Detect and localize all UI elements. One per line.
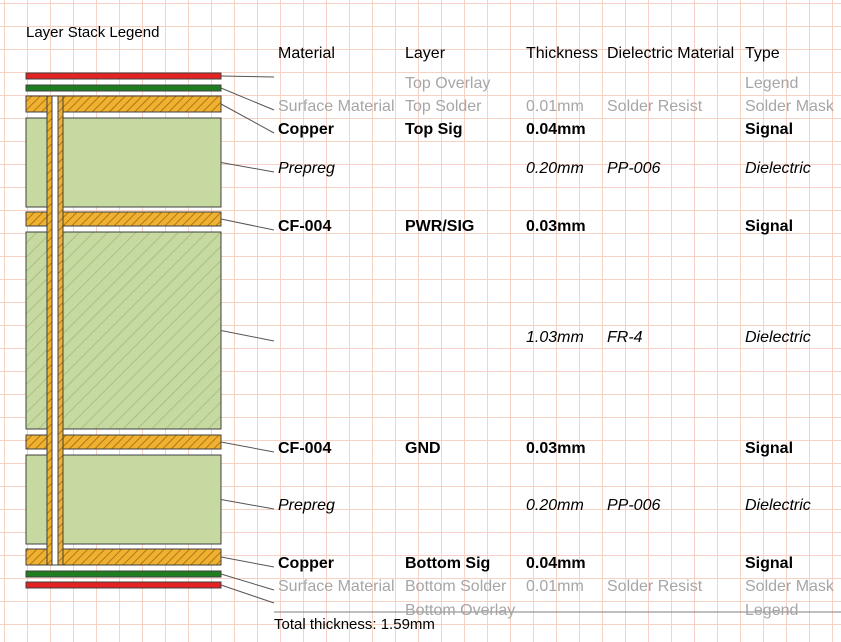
cell-layer: Bottom Sig <box>405 555 491 572</box>
cell-layer: Top Solder <box>405 98 482 115</box>
cell-layer: Top Overlay <box>405 75 491 92</box>
leader-line <box>220 330 275 342</box>
layer-rect-overlay <box>25 581 222 589</box>
cell-thickness: 0.04mm <box>526 121 586 138</box>
cell-layer: Bottom Solder <box>405 578 507 595</box>
cell-material: Surface Material <box>278 98 395 115</box>
cell-thickness: 0.01mm <box>526 98 584 115</box>
leader-line <box>220 103 275 134</box>
cell-dielectric: Solder Resist <box>607 578 703 595</box>
cell-thickness: 0.03mm <box>526 218 586 235</box>
cell-type: Solder Mask <box>745 98 834 115</box>
cell-type: Dielectric <box>745 329 811 346</box>
layer-rect-overlay <box>25 72 222 80</box>
cell-layer: Top Sig <box>405 121 463 138</box>
cell-material: Copper <box>278 555 334 572</box>
cell-type: Legend <box>745 75 799 92</box>
leader-line <box>220 218 275 231</box>
cell-dielectric: Solder Resist <box>607 98 703 115</box>
cell-type: Signal <box>745 555 794 572</box>
cell-thickness: 0.01mm <box>526 578 584 595</box>
leader-line <box>220 573 275 591</box>
cell-layer: PWR/SIG <box>405 218 475 235</box>
cell-dielectric: FR-4 <box>607 329 643 346</box>
cell-thickness: 0.20mm <box>526 160 584 177</box>
cell-thickness: 0.20mm <box>526 497 584 514</box>
cell-type: Signal <box>745 218 794 235</box>
cell-layer: GND <box>405 440 441 457</box>
cell-material: Copper <box>278 121 334 138</box>
via-barrel <box>46 95 64 566</box>
cell-material: Surface Material <box>278 578 395 595</box>
header-type: Type <box>745 45 780 62</box>
cell-type: Solder Mask <box>745 578 834 595</box>
header-thickness: Thickness <box>526 45 599 62</box>
header-layer: Layer <box>405 45 446 62</box>
cell-type: Legend <box>745 602 799 619</box>
header-material: Material <box>278 45 335 62</box>
cell-material: CF-004 <box>278 218 332 235</box>
cell-type: Dielectric <box>745 160 811 177</box>
cell-thickness: 1.03mm <box>526 329 584 346</box>
cell-material: Prepreg <box>278 497 335 514</box>
cell-material: CF-004 <box>278 440 332 457</box>
cell-thickness: 0.03mm <box>526 440 586 457</box>
cell-thickness: 0.04mm <box>526 555 586 572</box>
leader-line <box>220 87 275 111</box>
cell-layer: Bottom Overlay <box>405 602 516 619</box>
via-hole <box>51 95 59 566</box>
layer-rect-solder <box>25 570 222 578</box>
leader-line <box>220 75 275 78</box>
cell-type: Signal <box>745 121 794 138</box>
legend-title: Layer Stack Legend <box>26 24 160 41</box>
header-dielectric-material: Dielectric Material <box>607 45 735 62</box>
leader-line <box>220 441 275 453</box>
leader-lines <box>220 75 275 604</box>
leader-line <box>220 556 275 568</box>
cell-dielectric: PP-006 <box>607 160 661 177</box>
total-thickness: Total thickness: 1.59mm <box>274 616 435 633</box>
leader-line <box>220 162 275 173</box>
cell-type: Signal <box>745 440 794 457</box>
layer-rect-solder <box>25 84 222 92</box>
leader-line <box>220 584 275 604</box>
cell-material: Prepreg <box>278 160 335 177</box>
cell-type: Dielectric <box>745 497 811 514</box>
cell-dielectric: PP-006 <box>607 497 661 514</box>
leader-line <box>220 499 275 510</box>
